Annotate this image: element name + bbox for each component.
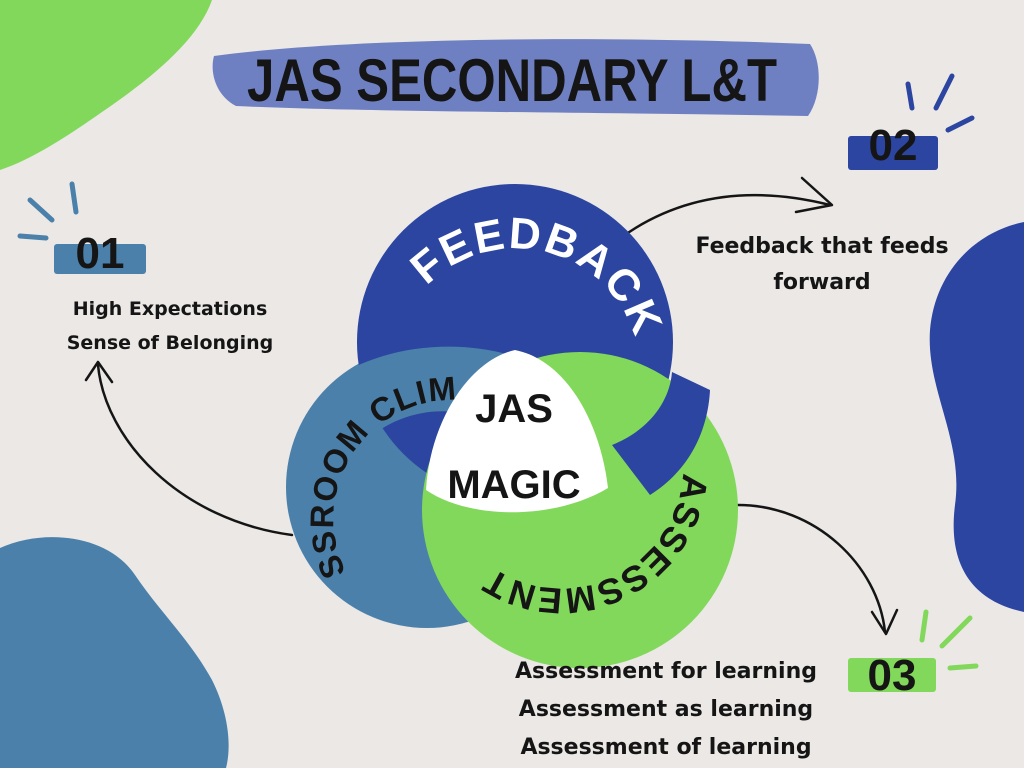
- point-01-text: High Expectations Sense of Belonging: [40, 292, 300, 360]
- point-01-line: High Expectations: [72, 298, 268, 320]
- point-02-line: Feedback that feeds: [695, 234, 949, 259]
- badge-03-number: 03: [868, 651, 917, 700]
- green-corner-blob: [0, 0, 212, 170]
- badge-01-accent-dashes: [17, 181, 79, 241]
- badge-02-number: 02: [869, 121, 918, 170]
- steel-blue-bottom-blob: [0, 537, 229, 768]
- arrow-to-02: [613, 193, 832, 244]
- point-02-line: forward: [773, 270, 871, 295]
- point-03-line: Assessment of learning: [520, 735, 812, 760]
- title-banner: [212, 39, 819, 116]
- badge-03-accent-dashes: [919, 609, 979, 671]
- feedback-over-assessment-overlap: [612, 372, 710, 495]
- badge-03-brush: [848, 658, 936, 692]
- arrow-to-01: [96, 363, 294, 537]
- center-line-1: JAS: [475, 387, 553, 431]
- point-03-line: Assessment as learning: [518, 697, 814, 722]
- arrow-head-03: [870, 608, 899, 636]
- blue-right-blob: [929, 222, 1024, 612]
- center-core: [426, 350, 608, 513]
- point-03-line: Assessment for learning: [515, 659, 817, 684]
- badge-01-number: 01: [76, 229, 125, 278]
- arrow-to-03: [736, 503, 887, 634]
- connector-arrows: [84, 176, 899, 636]
- badge-02-accent-dashes: [905, 73, 975, 133]
- arrow-head-02: [794, 176, 834, 214]
- point-03-text: Assessment for learning Assessment as le…: [494, 653, 838, 767]
- point-02-text: Feedback that feeds forward: [672, 229, 972, 301]
- center-line-2: MAGIC: [447, 463, 580, 507]
- page-title: JAS SECONDARY L&T: [247, 47, 777, 114]
- badge-01-brush: [54, 244, 146, 274]
- arrow-head-01: [84, 360, 114, 384]
- point-01-line: Sense of Belonging: [66, 332, 274, 354]
- badge-02-brush: [848, 136, 938, 170]
